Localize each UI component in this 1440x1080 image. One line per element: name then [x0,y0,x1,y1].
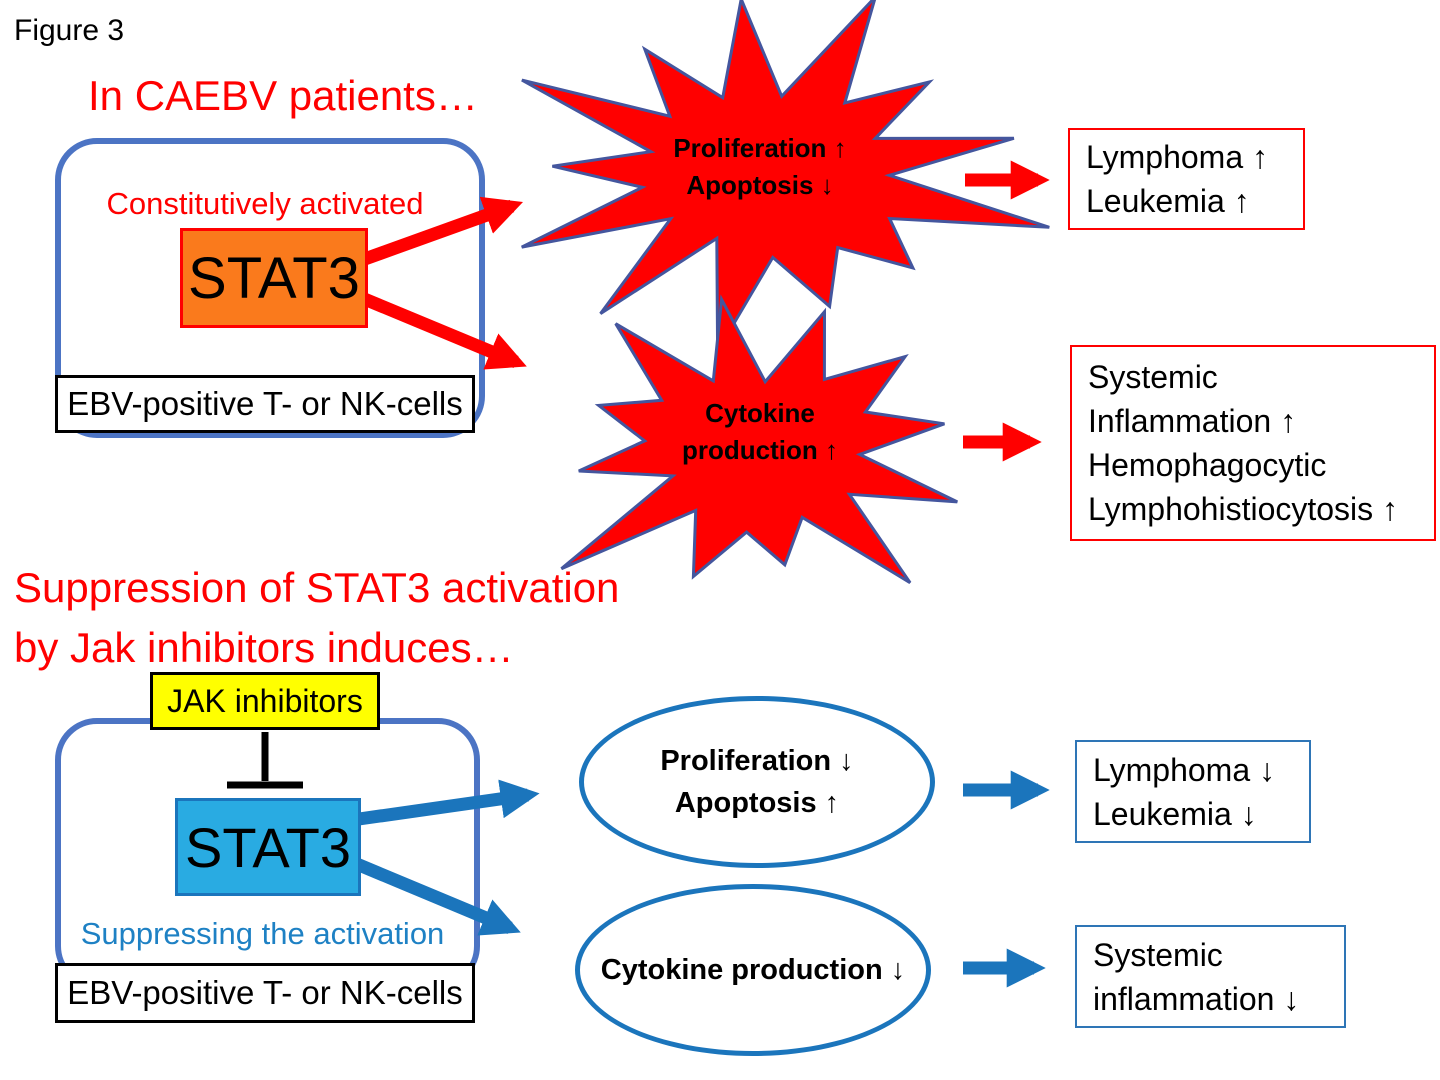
stat3-box-activated: STAT3 [180,228,368,328]
heading-line: by Jak inhibitors induces… [14,624,514,671]
heading-line: Suppression of STAT3 activation [14,564,620,611]
constitutively-activated-label: Constitutively activated [106,186,424,221]
suppressing-activation-label: Suppressing the activation [80,916,445,951]
outcome-line: Inflammation ↑ [1088,403,1297,439]
cytokine-ellipse: Cytokine production ↓ [575,884,931,1056]
burst-line: Proliferation ↑ [673,133,847,163]
outcome-box-inflammation-up: Systemic Inflammation ↑ Hemophagocytic L… [1070,345,1436,541]
stat3-label: STAT3 [185,815,351,879]
blue-arrow-stat3-to-proliferation [351,779,540,827]
proliferation-ellipse: Proliferation ↓ Apoptosis ↑ [579,696,935,868]
figure-label: Figure 3 [14,14,125,47]
bottom-section-heading: Suppression of STAT3 activation by Jak i… [14,558,619,678]
red-arrow-stat3-to-cytokine [359,291,527,370]
outcome-line: Lymphoma ↑ [1086,139,1268,175]
starburst-cytokine [560,294,958,584]
cytokine-burst-text: Cytokine production ↑ [610,395,910,469]
ebv-cells-label: EBV-positive T- or NK-cells [67,385,463,422]
top-cell-outline [55,138,485,438]
ebv-cells-box-top: EBV-positive T- or NK-cells [55,375,475,433]
jak-inhibitors-label: JAK inhibitors [167,682,363,719]
outcome-box-lymphoma-up: Lymphoma ↑ Leukemia ↑ [1068,128,1305,230]
starburst-proliferation [521,0,1050,357]
red-arrow-stat3-to-proliferation [359,196,524,267]
stat3-label: STAT3 [188,245,360,311]
jak-inhibitors-box: JAK inhibitors [150,672,380,730]
outcome-box-lymphoma-down: Lymphoma ↓ Leukemia ↓ [1075,740,1311,843]
stat3-box-suppressed: STAT3 [175,798,361,896]
ebv-cells-label: EBV-positive T- or NK-cells [67,974,463,1011]
proliferation-burst-text: Proliferation ↑ Apoptosis ↓ [600,130,920,204]
outcome-line: Systemic [1093,936,1223,973]
burst-line: production ↑ [682,435,838,465]
ebv-cells-box-bottom: EBV-positive T- or NK-cells [55,963,475,1023]
top-section-heading: In CAEBV patients… [88,72,478,119]
outcome-line: Lymphohistiocytosis ↑ [1088,491,1399,527]
outcome-line: inflammation ↓ [1093,980,1300,1017]
ellipse-line: Apoptosis ↑ [674,787,840,819]
ellipse-line: Proliferation ↓ [660,745,854,777]
burst-line: Cytokine [705,398,815,428]
outcome-line: Lymphoma ↓ [1093,751,1275,788]
outcome-line: Leukemia ↓ [1093,795,1257,832]
outcome-line: Leukemia ↑ [1086,183,1250,219]
outcome-box-inflammation-down: Systemic inflammation ↓ [1075,925,1346,1028]
outcome-line: Systemic [1088,359,1218,395]
burst-line: Apoptosis ↓ [686,170,834,200]
outcome-line: Hemophagocytic [1088,447,1327,483]
blue-arrow-stat3-to-cytokine [349,856,521,936]
ellipse-line: Cytokine production ↓ [600,954,906,986]
